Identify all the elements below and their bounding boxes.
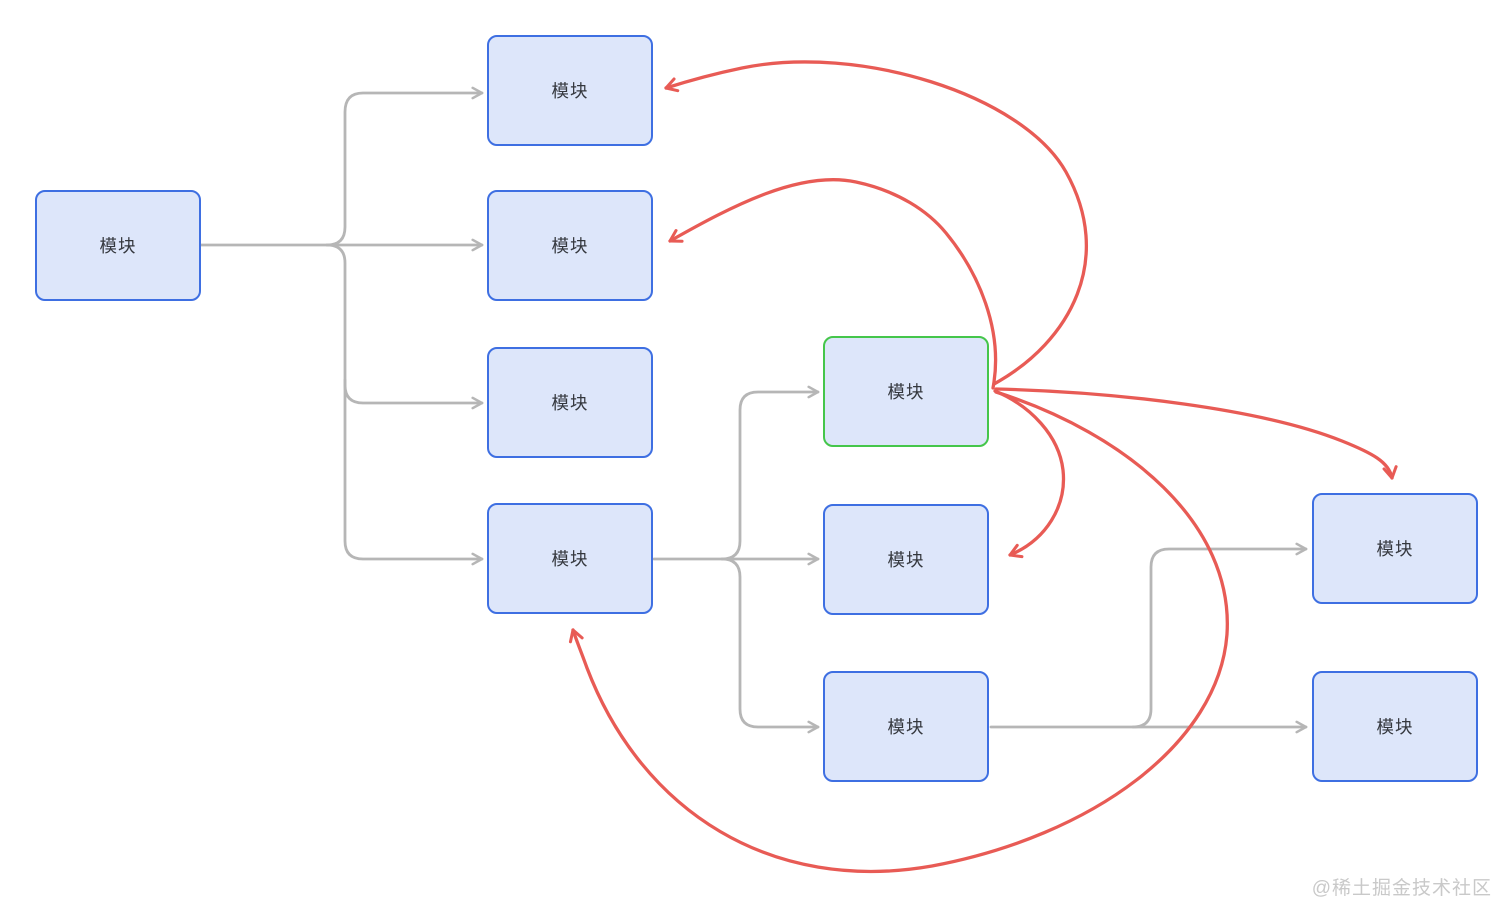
module-node-root: 模块 xyxy=(35,190,201,301)
module-node-c2: 模块 xyxy=(823,504,989,615)
module-node-b1: 模块 xyxy=(487,35,653,146)
edge-red-c1-to-d1 xyxy=(994,387,1398,480)
edge-red-c1-to-b2 xyxy=(668,177,998,390)
module-node-b3: 模块 xyxy=(487,347,653,458)
edge-root-to-b3 xyxy=(325,243,484,410)
edge-b4-to-c1 xyxy=(720,385,820,561)
edge-b4-to-c3 xyxy=(720,557,820,734)
module-node-c3: 模块 xyxy=(823,671,989,782)
module-node-b4: 模块 xyxy=(487,503,653,614)
module-node-d1: 模块 xyxy=(1312,493,1478,604)
edge-red-c1-to-b4 xyxy=(568,390,1229,874)
edge-root-to-b4 xyxy=(343,378,484,566)
watermark: @稀土掘金技术社区 xyxy=(1311,878,1492,899)
edge-root-to-b1 xyxy=(325,86,484,247)
module-node-d2: 模块 xyxy=(1312,671,1478,782)
edge-red-c1-to-c2 xyxy=(993,389,1066,559)
module-node-highlighted: 模块 xyxy=(823,336,989,447)
edge-red-c1-to-b1 xyxy=(664,60,1089,386)
edge-c3-to-d1 xyxy=(1131,542,1308,729)
module-node-b2: 模块 xyxy=(487,190,653,301)
